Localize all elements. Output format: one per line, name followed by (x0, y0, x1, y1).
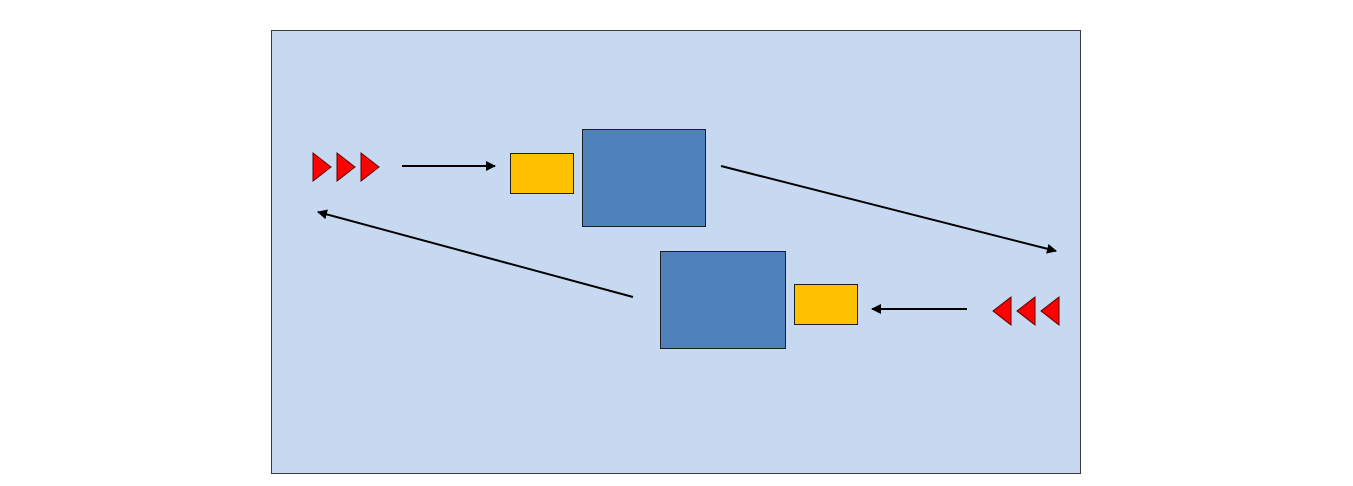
top-small-block (510, 153, 574, 194)
triangle-icon (1016, 295, 1036, 327)
left-marker-group (312, 151, 380, 183)
triangle-icon (360, 151, 380, 183)
arrow-icon (317, 209, 634, 298)
triangle-icon (1040, 295, 1060, 327)
triangle-icon (992, 295, 1012, 327)
bottom-small-block (794, 284, 858, 325)
triangle-icon (336, 151, 356, 183)
bottom-large-block (660, 251, 786, 349)
top-large-block (582, 129, 706, 227)
right-marker-group (992, 295, 1060, 327)
triangle-icon (312, 151, 332, 183)
arrow-icon (720, 165, 1057, 254)
